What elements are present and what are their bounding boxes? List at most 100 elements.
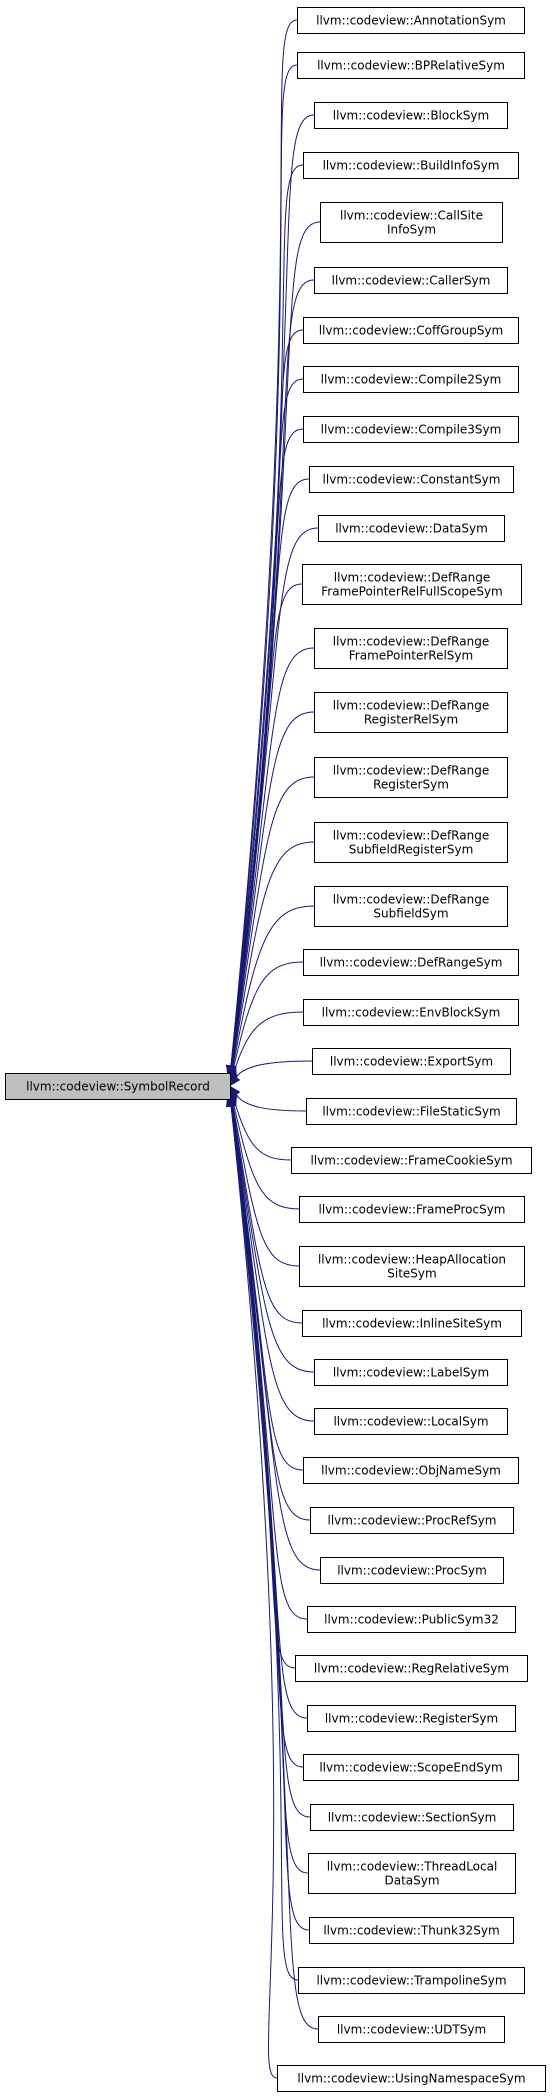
class-node-llvm-codeview-defrangesym[interactable]: llvm::codeview::DefRangeSym (303, 949, 519, 976)
class-node-llvm-codeview-defrangeregisterrelsym-label-line-2: RegisterRelSym (364, 713, 458, 727)
edge-llvm-codeview-publicsym32 (230, 1105, 308, 1620)
edge-llvm-codeview-buildinfosym (230, 164, 304, 1067)
class-node-llvm-codeview-constantsym[interactable]: llvm::codeview::ConstantSym (309, 466, 514, 493)
class-node-llvm-codeview-datasym[interactable]: llvm::codeview::DataSym (318, 515, 505, 542)
class-node-llvm-codeview-threadlocaldatasym-label-line-2: DataSym (384, 1874, 439, 1888)
class-node-box (310, 1507, 514, 1534)
class-node-llvm-codeview-thunk32sym-label-line-1: llvm::codeview::Thunk32Sym (323, 1924, 499, 1938)
class-node-llvm-codeview-localsym[interactable]: llvm::codeview::LocalSym (314, 1408, 508, 1435)
class-node-box (303, 949, 519, 976)
class-node-box (314, 267, 508, 294)
class-node-llvm-codeview-trampolinesym-label-line-1: llvm::codeview::TrampolineSym (316, 1974, 506, 1988)
class-node-box (314, 1359, 508, 1386)
class-node-llvm-codeview-heapallocationsitesym-label-line-2: SiteSym (387, 1267, 436, 1281)
class-node-box (297, 7, 525, 34)
class-node-llvm-codeview-registersym[interactable]: llvm::codeview::RegisterSym (307, 1705, 516, 1732)
class-node-llvm-codeview-sectionsym[interactable]: llvm::codeview::SectionSym (310, 1804, 514, 1831)
class-node-llvm-codeview-defrangesym-label-line-1: llvm::codeview::DefRangeSym (320, 956, 503, 970)
class-node-llvm-codeview-usingnamespacesym[interactable]: llvm::codeview::UsingNamespaceSym (277, 2065, 546, 2092)
class-node-llvm-codeview-compile3sym[interactable]: llvm::codeview::Compile3Sym (303, 416, 519, 443)
class-node-llvm-codeview-registersym-label-line-1: llvm::codeview::RegisterSym (325, 1712, 498, 1726)
class-node-llvm-codeview-defrangeframepointerrelsym[interactable]: llvm::codeview::DefRangeFramePointerRelS… (314, 628, 508, 669)
class-node-llvm-codeview-annotationsym[interactable]: llvm::codeview::AnnotationSym (297, 7, 525, 34)
class-node-llvm-codeview-buildinfosym-label-line-1: llvm::codeview::BuildInfoSym (323, 159, 500, 173)
class-node-box (307, 1606, 516, 1633)
root-class-node[interactable]: llvm::codeview::SymbolRecord (5, 1073, 231, 1100)
class-node-llvm-codeview-coffgroupsym[interactable]: llvm::codeview::CoffGroupSym (303, 317, 519, 344)
edge-llvm-codeview-objnamesym (230, 1103, 304, 1471)
class-node-llvm-codeview-defrangesubfieldsym-label-line-2: SubfieldSym (373, 907, 448, 921)
class-node-box (320, 1557, 504, 1584)
class-node-box (309, 1917, 514, 1944)
class-node-llvm-codeview-compile2sym[interactable]: llvm::codeview::Compile2Sym (303, 366, 519, 393)
class-node-box (314, 102, 508, 129)
edge-llvm-codeview-blocksym (230, 114, 315, 1067)
class-node-box (299, 1196, 525, 1223)
class-node-llvm-codeview-frameprocsym-label-line-1: llvm::codeview::FrameProcSym (319, 1203, 506, 1217)
class-node-llvm-codeview-defrangesubfieldregistersym[interactable]: llvm::codeview::DefRangeSubfieldRegister… (314, 822, 508, 863)
class-node-llvm-codeview-threadlocaldatasym-label-line-1: llvm::codeview::ThreadLocal (327, 1860, 498, 1874)
class-node-llvm-codeview-objnamesym[interactable]: llvm::codeview::ObjNameSym (303, 1457, 519, 1484)
class-node-llvm-codeview-coffgroupsym-label-line-1: llvm::codeview::CoffGroupSym (319, 324, 503, 338)
edge-llvm-codeview-defrangeframepointerrelfullscopesym (230, 583, 303, 1067)
class-node-llvm-codeview-filestaticsym-label-line-1: llvm::codeview::FileStaticSym (322, 1105, 500, 1119)
edge-llvm-codeview-bprelativesym (230, 64, 298, 1067)
class-node-llvm-codeview-defrangeregisterrelsym-label-line-1: llvm::codeview::DefRange (333, 699, 489, 713)
edge-llvm-codeview-procsym (230, 1105, 321, 1571)
class-node-box (308, 1853, 516, 1894)
class-node-box (314, 692, 508, 733)
class-node-llvm-codeview-framecookiesym-label-line-1: llvm::codeview::FrameCookieSym (310, 1154, 512, 1168)
class-node-llvm-codeview-frameprocsym[interactable]: llvm::codeview::FrameProcSym (299, 1196, 525, 1223)
class-node-llvm-codeview-procsym[interactable]: llvm::codeview::ProcSym (320, 1557, 504, 1584)
class-node-box (306, 1098, 517, 1125)
class-node-llvm-codeview-envblocksym-label-line-1: llvm::codeview::EnvBlockSym (322, 1006, 501, 1020)
root-class-node-box (5, 1073, 231, 1100)
class-node-llvm-codeview-labelsym[interactable]: llvm::codeview::LabelSym (314, 1359, 508, 1386)
class-node-llvm-codeview-inlinesitesym[interactable]: llvm::codeview::InlineSiteSym (302, 1310, 522, 1337)
class-node-llvm-codeview-bprelativesym[interactable]: llvm::codeview::BPRelativeSym (297, 52, 525, 79)
class-node-llvm-codeview-labelsym-label-line-1: llvm::codeview::LabelSym (333, 1366, 489, 1380)
root-class-node-label-line-1: llvm::codeview::SymbolRecord (26, 1080, 210, 1094)
class-node-llvm-codeview-thunk32sym[interactable]: llvm::codeview::Thunk32Sym (309, 1917, 514, 1944)
class-node-box (299, 1246, 525, 1287)
edge-llvm-codeview-compile3sym (230, 428, 304, 1067)
class-node-llvm-codeview-exportsym[interactable]: llvm::codeview::ExportSym (312, 1048, 511, 1075)
class-node-llvm-codeview-blocksym[interactable]: llvm::codeview::BlockSym (314, 102, 508, 129)
class-node-llvm-codeview-publicsym32[interactable]: llvm::codeview::PublicSym32 (307, 1606, 516, 1633)
class-node-box (310, 1804, 514, 1831)
class-node-llvm-codeview-sectionsym-label-line-1: llvm::codeview::SectionSym (328, 1811, 497, 1825)
class-node-box (314, 822, 508, 863)
edge-llvm-codeview-frameprocsym (231, 1098, 300, 1210)
edge-llvm-codeview-labelsym (231, 1101, 315, 1373)
class-node-llvm-codeview-defrangeregistersym-label-line-1: llvm::codeview::DefRange (333, 764, 489, 778)
class-node-llvm-codeview-defrangeframepointerrelfullscopesym[interactable]: llvm::codeview::DefRangeFramePointerRelF… (302, 564, 522, 605)
class-node-llvm-codeview-framecookiesym[interactable]: llvm::codeview::FrameCookieSym (291, 1147, 532, 1174)
class-node-llvm-codeview-procrefsym[interactable]: llvm::codeview::ProcRefSym (310, 1507, 514, 1534)
inheritance-edges (225, 19, 321, 2079)
class-node-llvm-codeview-scopeendsym-label-line-1: llvm::codeview::ScopeEndSym (319, 1761, 502, 1775)
class-node-llvm-codeview-udtsym[interactable]: llvm::codeview::UDTSym (318, 2016, 505, 2043)
edge-llvm-codeview-exportsym (235, 1060, 313, 1078)
class-node-llvm-codeview-scopeendsym[interactable]: llvm::codeview::ScopeEndSym (303, 1754, 519, 1781)
class-node-box (314, 757, 508, 798)
class-node-llvm-codeview-envblocksym[interactable]: llvm::codeview::EnvBlockSym (303, 999, 519, 1026)
class-node-llvm-codeview-trampolinesym[interactable]: llvm::codeview::TrampolineSym (298, 1967, 525, 1994)
class-node-llvm-codeview-compile3sym-label-line-1: llvm::codeview::Compile3Sym (321, 423, 502, 437)
class-node-llvm-codeview-filestaticsym[interactable]: llvm::codeview::FileStaticSym (306, 1098, 517, 1125)
arrowhead-llvm-codeview-usingnamespacesym (225, 1094, 237, 1107)
class-node-llvm-codeview-heapallocationsitesym-label-line-1: llvm::codeview::HeapAllocation (318, 1253, 506, 1267)
class-node-llvm-codeview-callersym[interactable]: llvm::codeview::CallerSym (314, 267, 508, 294)
class-node-llvm-codeview-regrelativesym[interactable]: llvm::codeview::RegRelativeSym (295, 1655, 528, 1682)
class-node-llvm-codeview-buildinfosym[interactable]: llvm::codeview::BuildInfoSym (303, 152, 519, 179)
edge-llvm-codeview-framecookiesym (232, 1096, 292, 1161)
class-node-llvm-codeview-defrangesubfieldregistersym-label-line-1: llvm::codeview::DefRange (333, 829, 489, 843)
class-node-llvm-codeview-defrangeframepointerrelfullscopesym-label-line-2: FramePointerRelFullScopeSym (321, 585, 503, 599)
class-node-box (314, 628, 508, 669)
arrowhead-llvm-codeview-exportsym (229, 1073, 241, 1087)
